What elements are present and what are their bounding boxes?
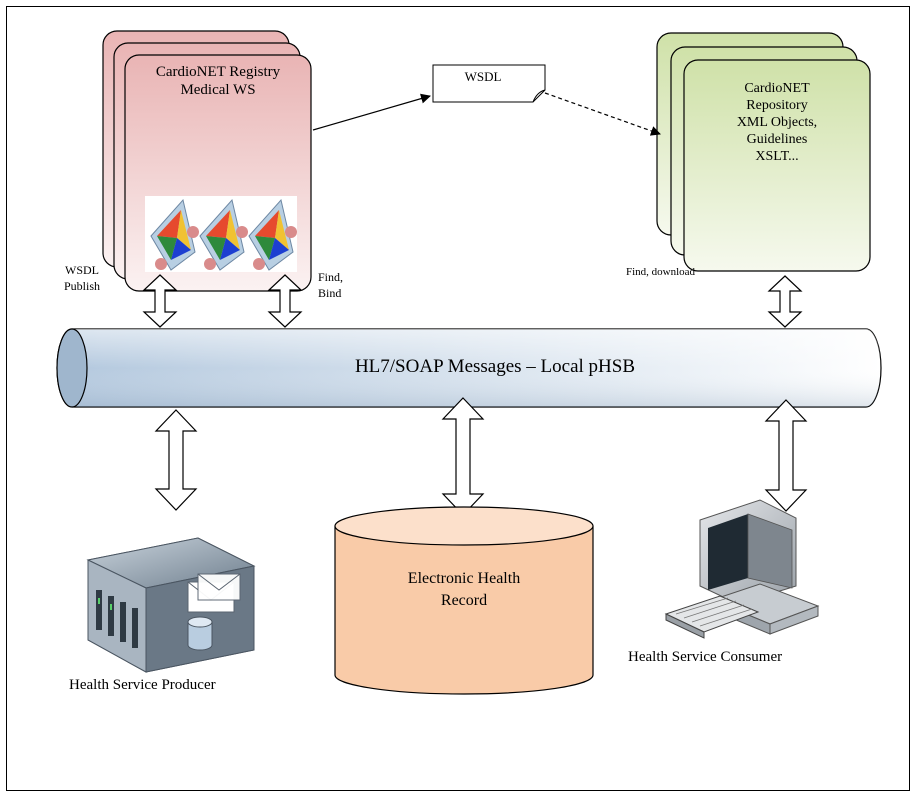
repository-title: CardioNET Repository XML Objects, Guidel… [684, 80, 870, 165]
bind-label-line1: Find, [318, 270, 344, 284]
registry-title-line1: CardioNET Registry [155, 64, 281, 80]
registry-stack [102, 30, 312, 292]
publish-label-line1: WSDL [65, 263, 99, 277]
bind-label: Find, Bind [318, 269, 368, 301]
ehr-arrow [441, 397, 485, 516]
medical-ws-icon [150, 198, 199, 271]
registry-title: CardioNET Registry Medical WS [125, 63, 311, 99]
registry-title-line2: Medical WS [180, 82, 256, 98]
message-bus [56, 328, 882, 408]
medical-ws-icon [199, 198, 248, 271]
repository-line-1: CardioNET [744, 81, 810, 96]
publish-label: WSDL Publish [52, 262, 112, 294]
publish-wsdl-arrow [312, 93, 431, 131]
producer-arrow [154, 409, 198, 511]
producer-label: Health Service Producer [69, 677, 216, 693]
ehr-label-line1: Electronic Health [407, 570, 521, 587]
repository-line-2: Repository [746, 98, 808, 113]
medical-ws-icons [145, 196, 297, 272]
bind-arrow [267, 274, 303, 328]
repository-line-3: XML Objects, [736, 115, 818, 130]
bus-label: HL7/SOAP Messages – Local pHSB [354, 356, 636, 377]
bind-label-line2: Bind [318, 286, 342, 300]
ehr-label-line2: Record [440, 592, 488, 609]
repository-line-4: Guidelines [746, 132, 808, 147]
publish-label-line2: Publish [63, 279, 100, 293]
server-icon [86, 537, 256, 673]
wsdl-label: WSDL [464, 69, 502, 84]
download-arrow [767, 275, 803, 328]
ehr-database [334, 506, 594, 695]
download-label: Find, download [626, 266, 696, 278]
repository-box [683, 59, 871, 272]
ehr-label: Electronic Health Record [335, 568, 593, 612]
wsdl-document [432, 64, 546, 103]
repository-stack [656, 32, 871, 272]
consumer-label: Health Service Consumer [628, 649, 783, 665]
envelope-icon [187, 573, 241, 613]
publish-arrow [142, 274, 178, 328]
consumer-arrow [764, 399, 808, 512]
database-mini-icon [187, 616, 213, 651]
fetch-wsdl-arrow [544, 92, 661, 136]
medical-ws-icon [248, 198, 297, 271]
computer-icon [664, 499, 820, 639]
repository-line-5: XSLT... [755, 149, 799, 164]
